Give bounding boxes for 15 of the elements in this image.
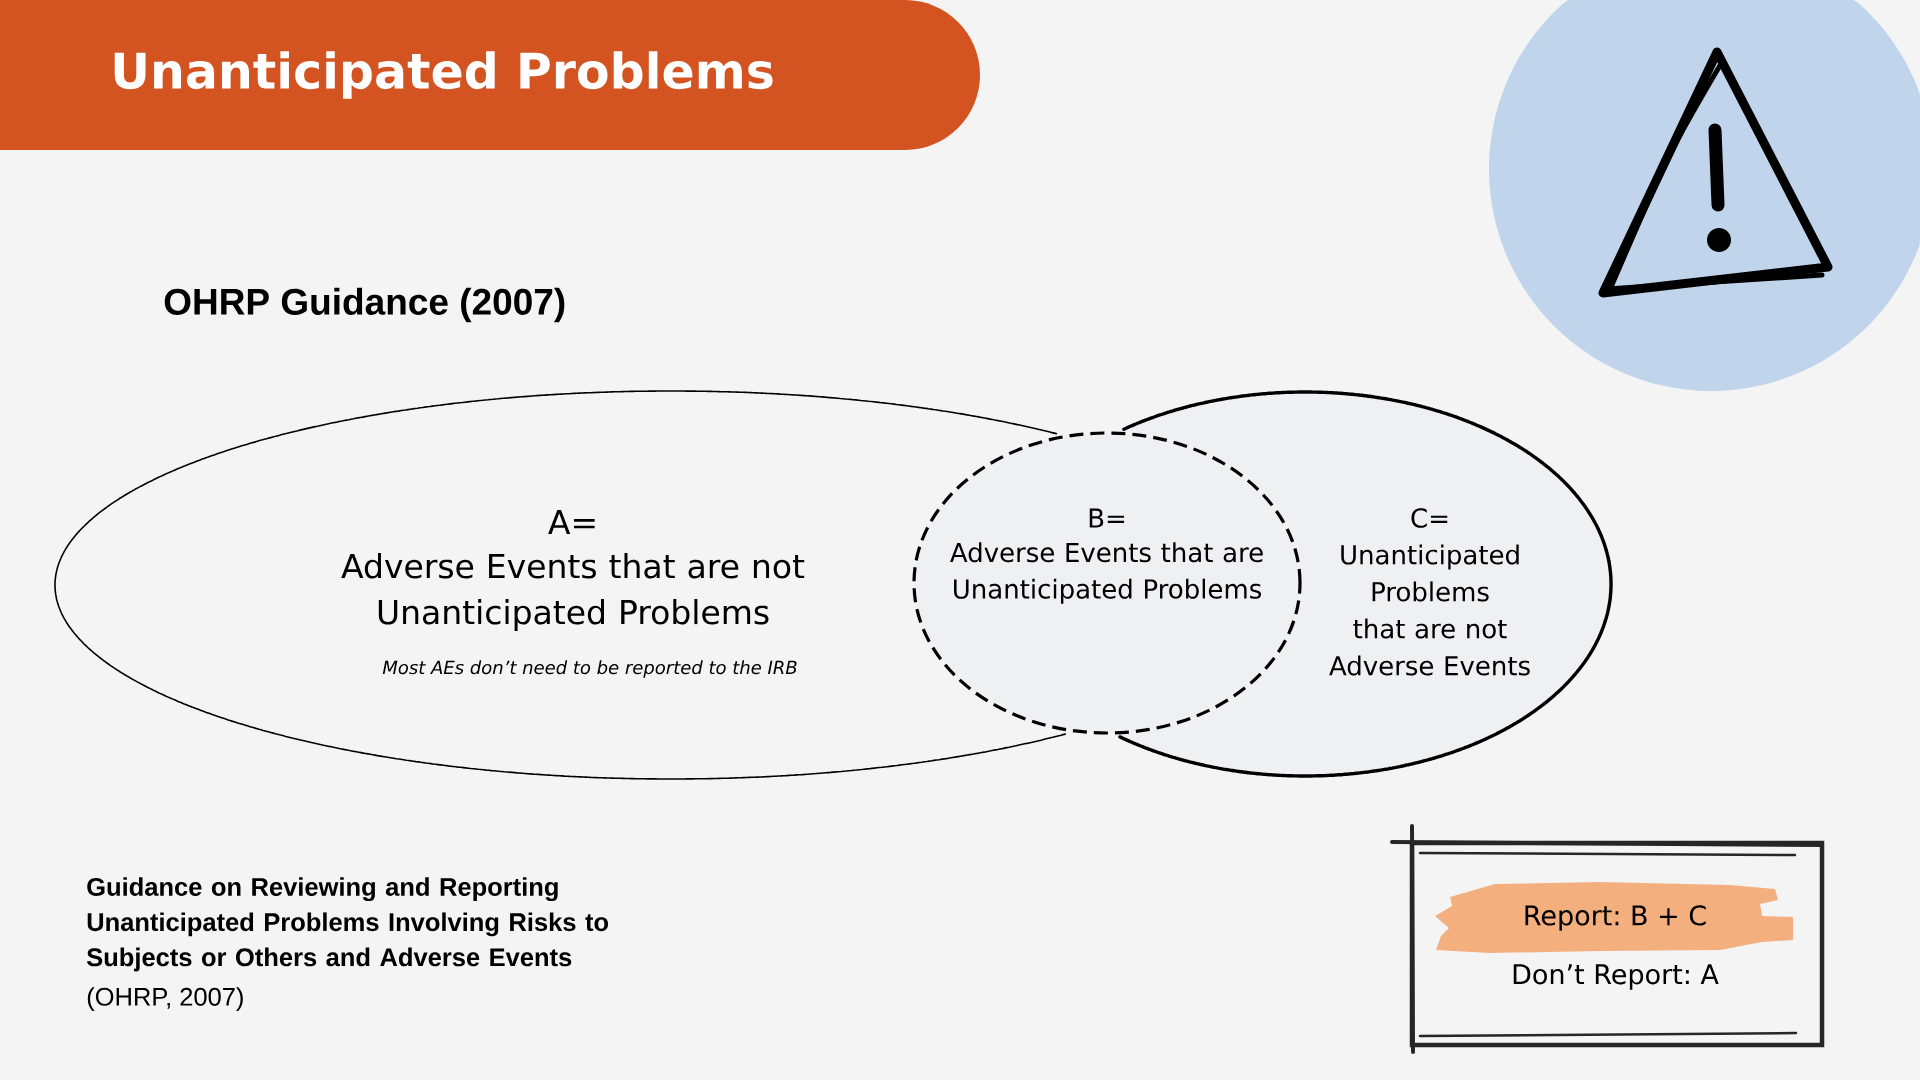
set-description: Unanticipated Problems that are not Adverse Events xyxy=(1329,544,1530,676)
subtitle: OHRP Guidance (2007) xyxy=(164,287,565,323)
set-description: Adverse Events that are Unanticipated Problems xyxy=(950,542,1263,604)
set-label: B= xyxy=(1089,508,1125,528)
note-text: Most AEs don’t need to be reported to the IRB xyxy=(382,660,797,678)
venn-ellipse xyxy=(912,431,1302,735)
set-label: A= xyxy=(548,510,595,535)
title-banner: Unanticipated Problems xyxy=(0,0,980,150)
set-description: Adverse Events that are not Unanticipated Problems xyxy=(341,553,805,631)
citation: (OHRP, 2007) xyxy=(87,987,243,1011)
set-label: C= xyxy=(1411,508,1448,528)
highlighted-text: Report: B + C xyxy=(1525,905,1706,931)
note-text: Don’t Report: A xyxy=(1513,964,1719,990)
reference-title: Guidance on Reviewing and Reporting Unanticipated Problems Involving Risks to Subjects or Others and Adverse Events xyxy=(86,877,609,972)
report-box xyxy=(1390,824,1825,1054)
